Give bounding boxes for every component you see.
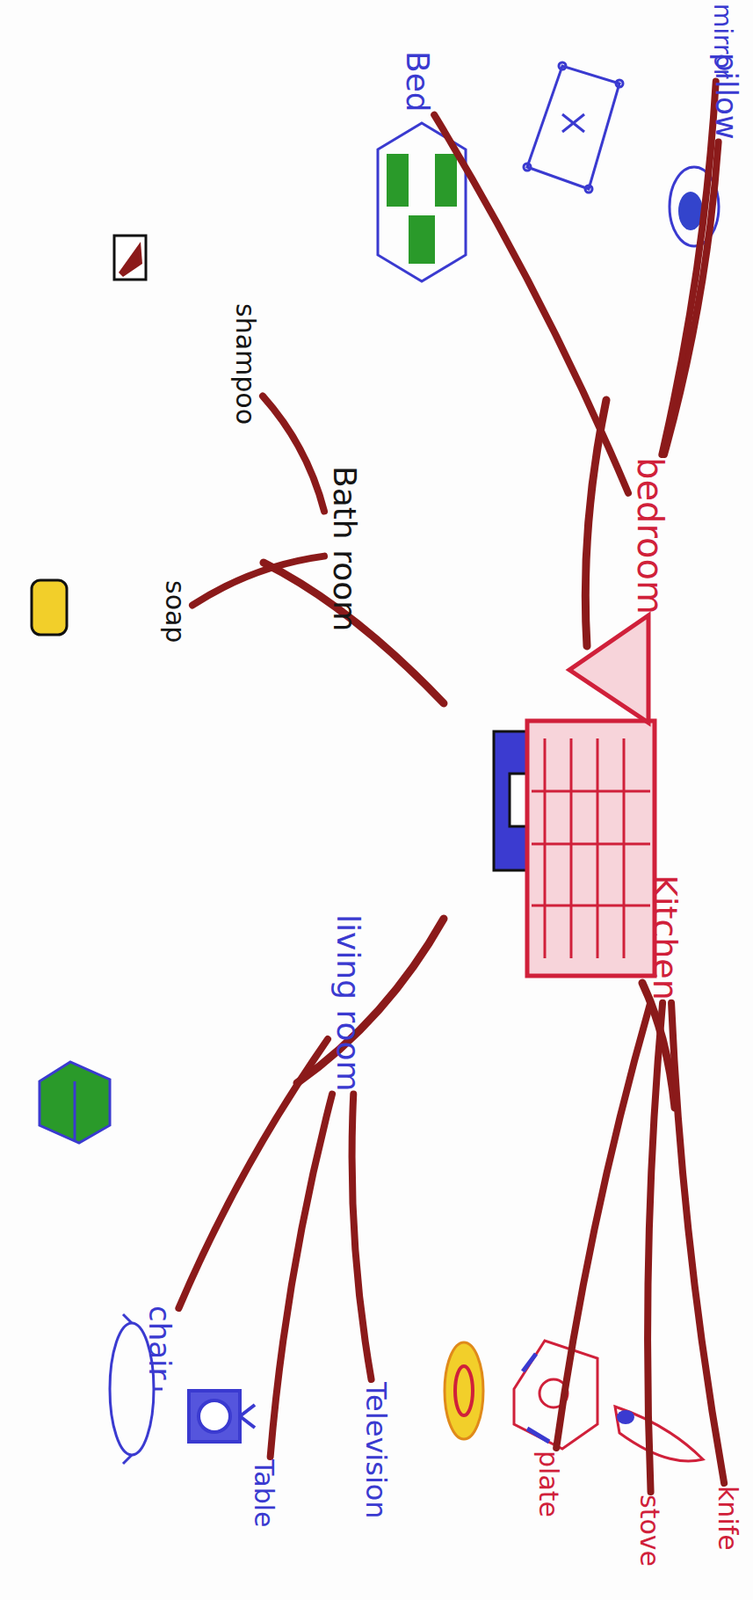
node-text: mirror [708, 3, 736, 80]
node-text: chair [143, 1304, 176, 1380]
item-label: knife [713, 1484, 743, 1550]
node-text: Table [249, 1458, 279, 1528]
item-label: shampoo [231, 303, 261, 425]
television-drawing [188, 1390, 255, 1441]
branch-connector [434, 115, 629, 493]
node-text: living room [330, 913, 366, 1092]
item-label: Table [249, 1458, 279, 1528]
room-label: living room [330, 913, 366, 1092]
room-label: Bath room [326, 465, 363, 631]
branch-connector [352, 1093, 372, 1379]
plate-drawing [444, 1341, 484, 1439]
branch-connector [661, 81, 716, 455]
item-label: chair [143, 1304, 176, 1380]
node-text: Bed [399, 50, 435, 113]
item-label: mirror [708, 3, 736, 80]
branch-connector [178, 1038, 328, 1308]
item-label: plate [534, 1449, 564, 1517]
item-label: soap [160, 579, 190, 643]
house-drawing [493, 615, 655, 976]
item-label: Bed [399, 50, 435, 113]
node-text: Television [360, 1381, 391, 1519]
branch-connector [647, 1002, 663, 1492]
knife-drawing [615, 1405, 703, 1461]
shampoo-drawing [114, 235, 146, 280]
node-text: Kitchen [645, 874, 683, 1000]
branch-connector [270, 1093, 333, 1456]
branch-connector [556, 1002, 651, 1448]
node-text: bedroom [630, 456, 670, 615]
node-text: shampoo [231, 303, 261, 425]
branch-connector [262, 395, 325, 511]
node-text: Bath room [326, 465, 363, 631]
node-text: plate [534, 1449, 564, 1517]
branch-connector [671, 1002, 725, 1483]
room-label: Kitchen [645, 874, 683, 1000]
node-text: knife [713, 1484, 743, 1550]
branch-connector [192, 556, 325, 606]
soap-drawing [31, 579, 67, 635]
mirror-drawing [523, 62, 623, 193]
node-text: soap [160, 579, 190, 643]
node-text: stove [635, 1493, 665, 1566]
item-label: stove [635, 1493, 665, 1566]
chair-drawing [39, 1061, 110, 1143]
room-label: bedroom [630, 456, 670, 615]
item-label: Television [360, 1381, 391, 1519]
